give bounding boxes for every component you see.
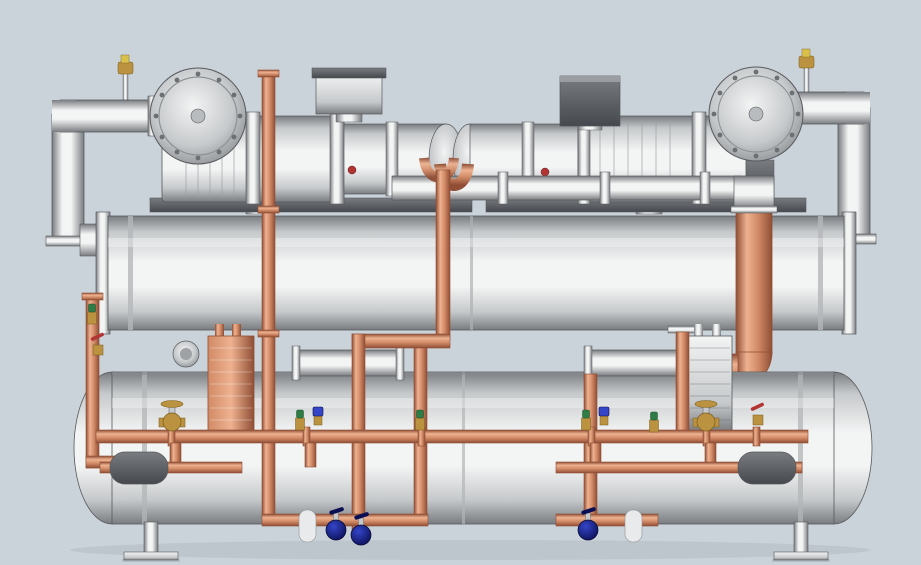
compressor-left-terminal-box [315,73,383,115]
compressor-right-ribs [599,120,671,198]
solenoid-valve-2 [415,409,425,431]
support-leg-right [793,521,809,555]
compressor-right-electrical-panel [559,75,621,127]
solenoid-valve-1 [295,409,305,431]
evap-inlet-pipe-left [291,345,405,381]
copper-bottom-right [555,513,659,527]
condenser-shell [107,215,845,331]
copper-main-header [95,429,809,444]
copper-secondary-right [555,461,803,474]
compressor-left-gauge [347,165,357,175]
solenoid-valve-3 [581,409,591,431]
copper-horizontal-center [351,333,451,349]
support-leg-left [143,521,159,555]
discharge-pipe [391,157,778,214]
floor-shadow [70,540,870,562]
copper-vertical-right [675,331,690,441]
solenoid-coil-2 [598,406,610,426]
evaporator [73,371,873,525]
support-base-right [773,551,829,561]
compressor-left-bolt-circle [153,71,243,161]
condenser [95,195,857,335]
filter-drier-left [109,451,169,485]
copper-bottom-left [261,513,429,527]
canister-right [624,509,643,543]
relief-valve-left [117,54,134,103]
sight-glass [172,340,200,368]
copper-secondary-left [99,461,243,474]
canister-left [298,509,317,543]
support-base-left [123,551,179,561]
copper-vertical-center [435,169,451,341]
supports [123,521,829,561]
solenoid-coil-1 [312,406,324,426]
copper-vertical-economizer [261,71,276,519]
plate-hx-left [207,324,255,433]
filter-drier-right [737,451,797,485]
discharge-elbow [733,175,775,209]
compressor-left [149,67,473,213]
compressor-right-gauge [540,167,550,177]
evap-inlet-pipe-right [583,345,689,381]
solenoid-valve-4 [649,411,659,433]
solenoid-valve-left-riser [87,303,97,325]
compressor-right-bolt-circle [711,69,801,159]
